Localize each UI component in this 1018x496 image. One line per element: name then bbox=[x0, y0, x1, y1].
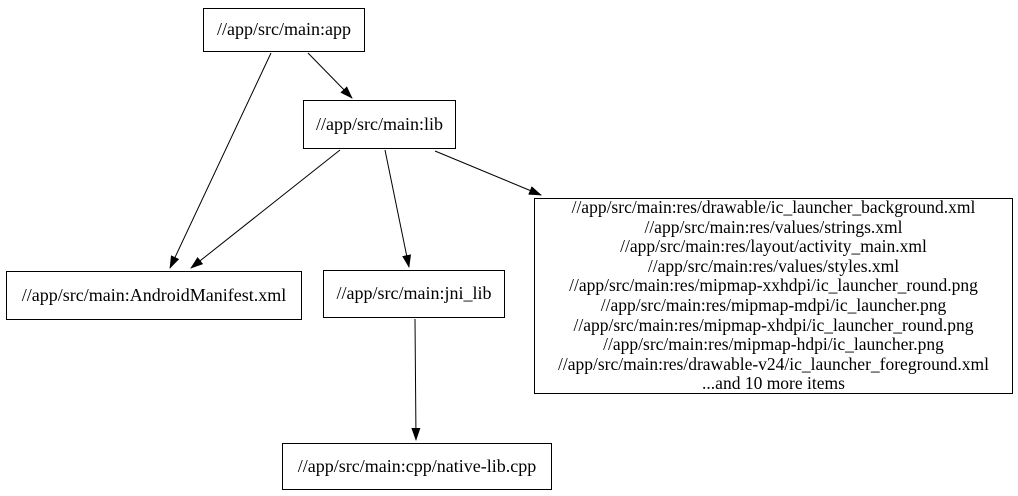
resource-item: //app/src/main:res/mipmap-hdpi/ic_launch… bbox=[603, 334, 944, 355]
resource-item: //app/src/main:res/mipmap-mdpi/ic_launch… bbox=[600, 295, 947, 315]
resource-item: //app/src/main:res/layout/activity_main.… bbox=[620, 236, 927, 257]
edge-lib-to-resources bbox=[434, 150, 542, 196]
graph-node-app: //app/src/main:app bbox=[203, 8, 365, 52]
graph-node-jni-lib: //app/src/main:jni_lib bbox=[323, 270, 505, 318]
graph-node-android-manifest: //app/src/main:AndroidManifest.xml bbox=[6, 271, 302, 320]
resource-item: //app/src/main:res/values/strings.xml bbox=[644, 216, 903, 237]
node-app-label: //app/src/main:app bbox=[217, 19, 351, 40]
resource-item: //app/src/main:res/drawable/ic_launcher_… bbox=[571, 197, 976, 218]
graph-node-lib: //app/src/main:lib bbox=[303, 100, 456, 149]
edge-app-to-lib bbox=[307, 52, 353, 99]
resource-item: //app/src/main:res/values/styles.xml bbox=[647, 255, 900, 276]
edge-lib-to-manifest bbox=[190, 149, 341, 269]
node-native-lib-label: //app/src/main:cpp/native-lib.cpp bbox=[297, 455, 537, 476]
node-lib-label: //app/src/main:lib bbox=[316, 113, 443, 134]
node-jni-lib-label: //app/src/main:jni_lib bbox=[336, 283, 492, 304]
edge-lib-to-jni-lib bbox=[384, 149, 411, 268]
graph-node-native-lib-cpp: //app/src/main:cpp/native-lib.cpp bbox=[282, 443, 552, 490]
edge-app-to-manifest bbox=[169, 52, 272, 269]
resource-item: //app/src/main:res/mipmap-xhdpi/ic_launc… bbox=[573, 314, 974, 335]
graph-node-resources-group: //app/src/main:res/drawable/ic_launcher_… bbox=[534, 197, 1013, 394]
node-manifest-label: //app/src/main:AndroidManifest.xml bbox=[21, 284, 287, 305]
edge-jni-lib-to-native-lib bbox=[411, 318, 421, 441]
resource-item: //app/src/main:res/mipmap-xxhdpi/ic_laun… bbox=[569, 275, 978, 296]
resource-more-items: ...and 10 more items bbox=[702, 373, 845, 394]
resource-item: //app/src/main:res/drawable-v24/ic_launc… bbox=[557, 353, 990, 374]
